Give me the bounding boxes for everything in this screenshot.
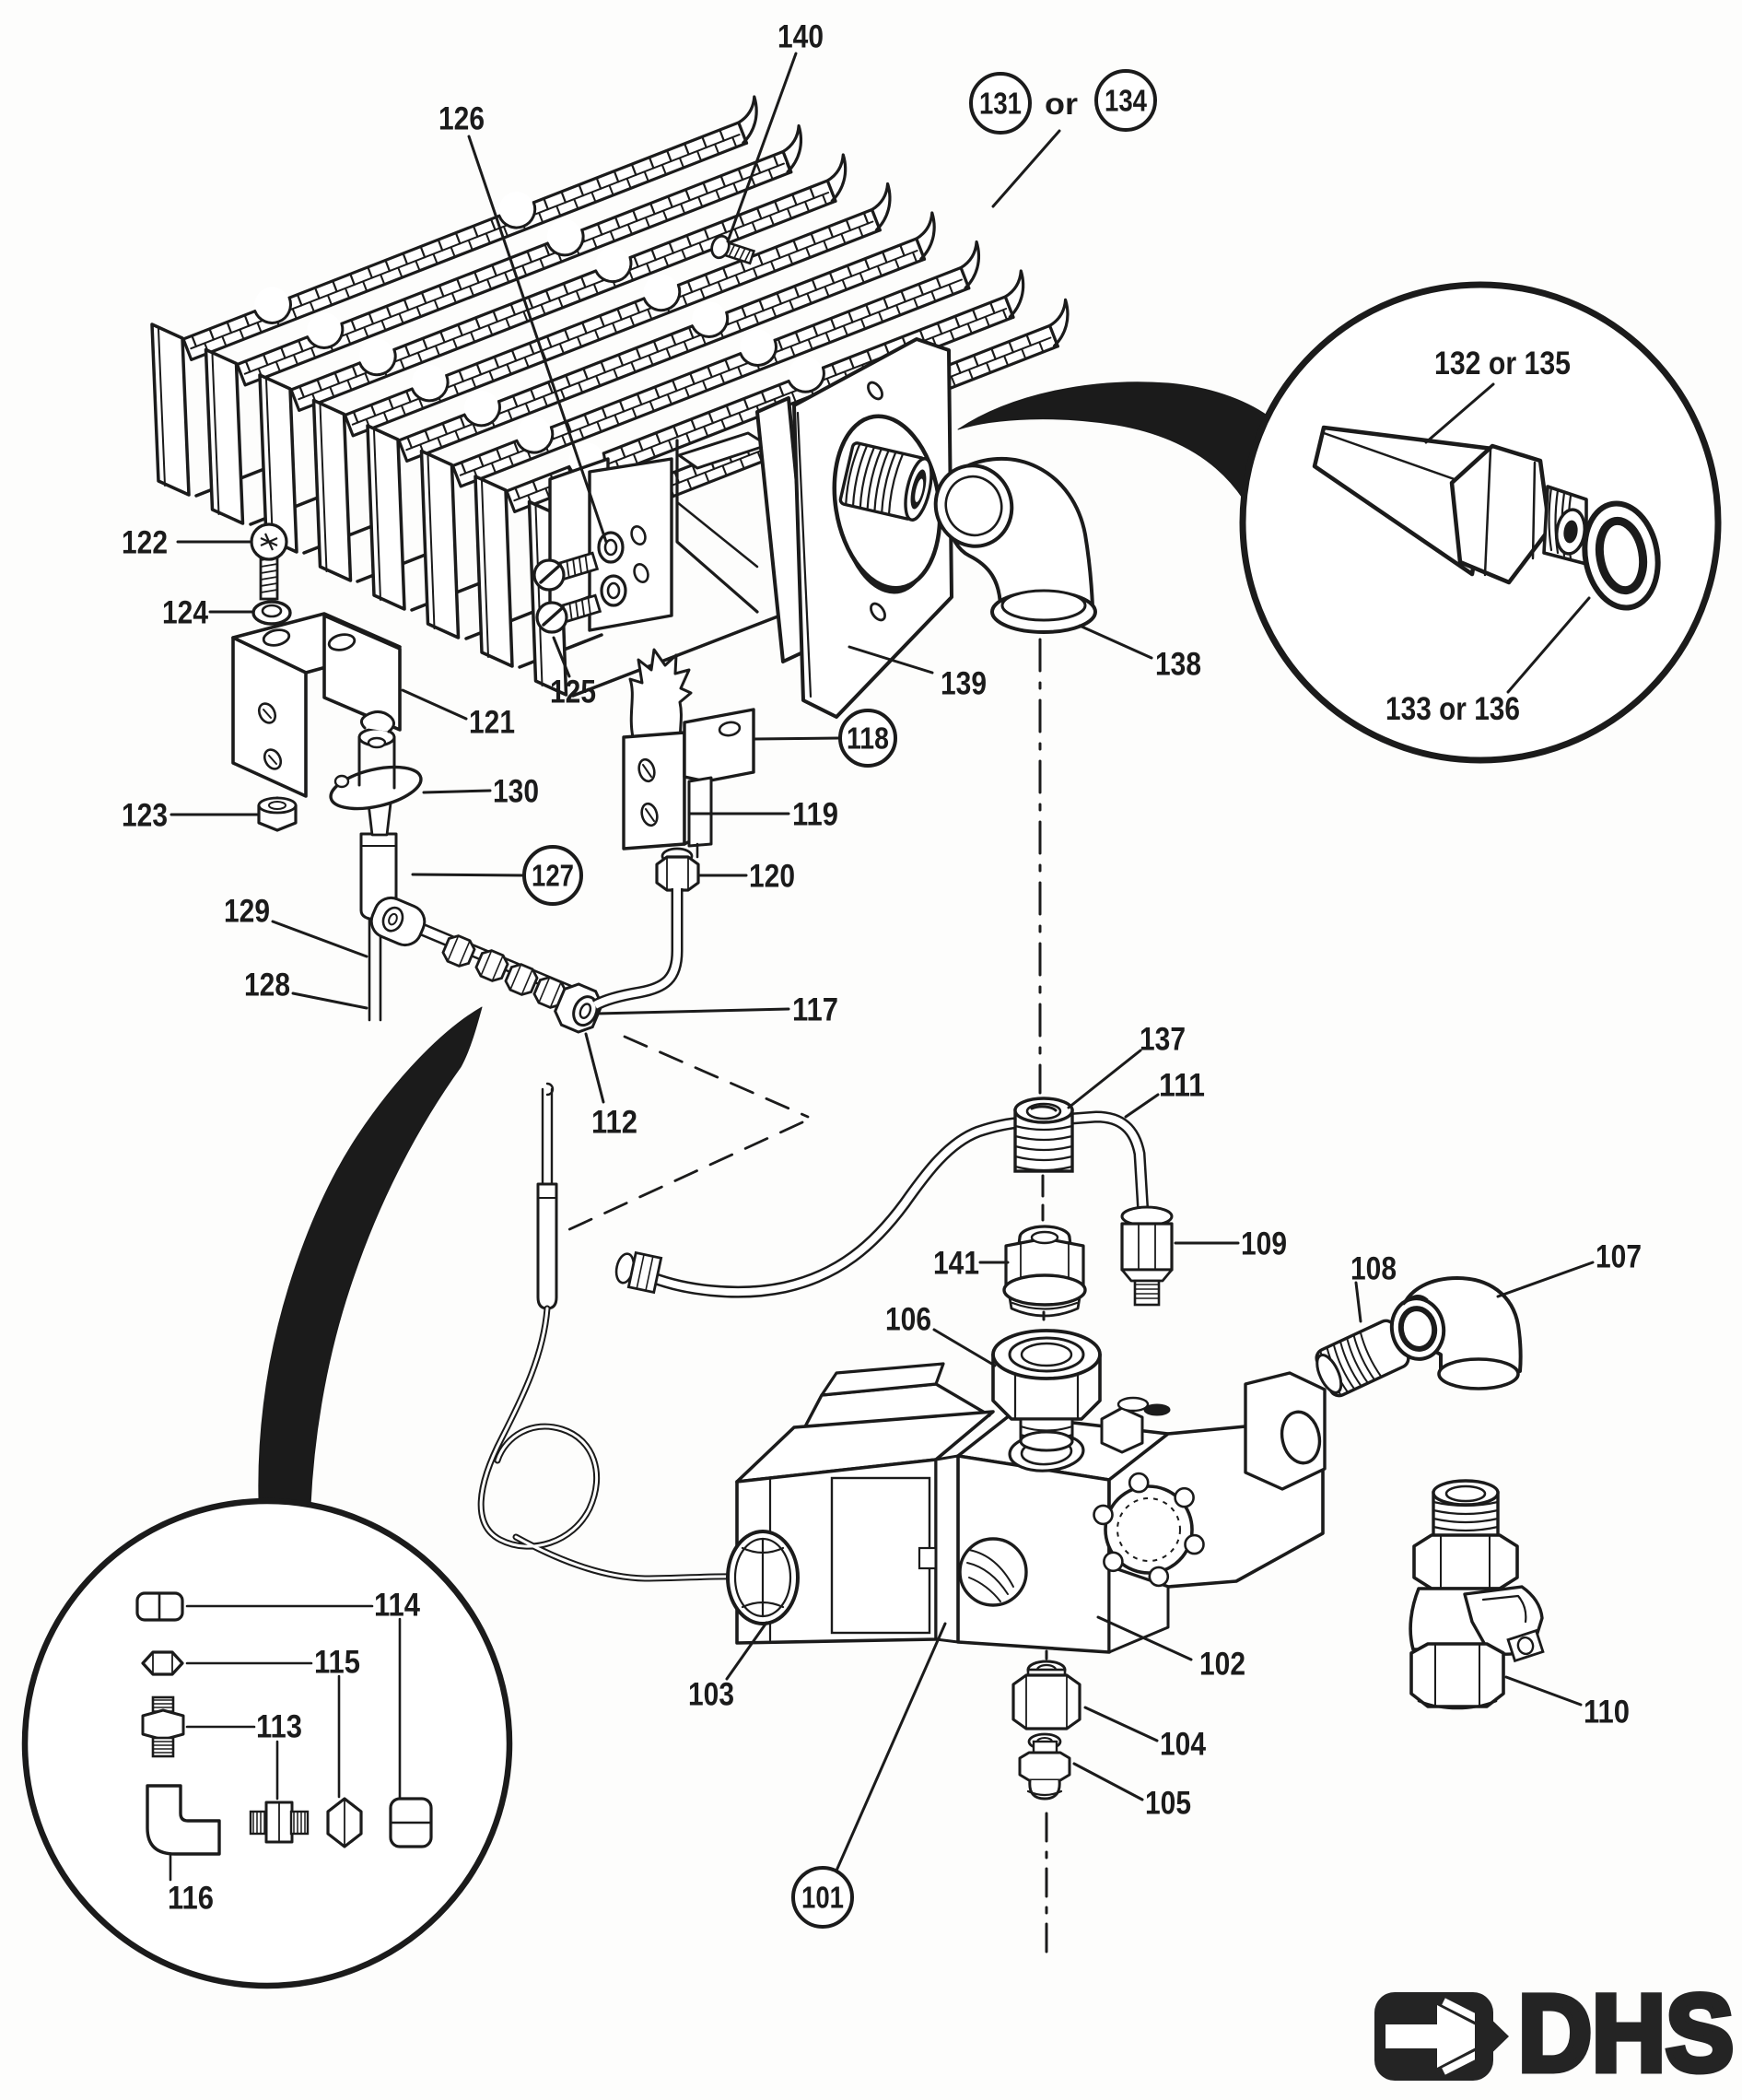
svg-text:103: 103 <box>688 1677 734 1713</box>
svg-text:129: 129 <box>224 894 270 930</box>
svg-text:127: 127 <box>532 859 574 893</box>
svg-text:115: 115 <box>314 1645 360 1681</box>
svg-text:133 or 136: 133 or 136 <box>1385 691 1520 727</box>
svg-text:130: 130 <box>493 774 539 810</box>
svg-text:106: 106 <box>885 1302 931 1338</box>
svg-text:139: 139 <box>941 666 987 702</box>
svg-text:128: 128 <box>244 968 290 1003</box>
svg-text:107: 107 <box>1596 1239 1642 1275</box>
svg-text:122: 122 <box>122 525 168 561</box>
svg-text:105: 105 <box>1145 1786 1191 1822</box>
svg-text:121: 121 <box>469 705 515 741</box>
svg-text:101: 101 <box>801 1881 844 1915</box>
svg-text:140: 140 <box>777 19 824 55</box>
svg-text:118: 118 <box>847 722 889 756</box>
svg-text:114: 114 <box>374 1588 420 1624</box>
svg-text:119: 119 <box>792 797 838 833</box>
svg-text:or: or <box>1045 87 1078 121</box>
svg-text:116: 116 <box>168 1881 214 1917</box>
svg-text:120: 120 <box>749 859 795 895</box>
svg-text:112: 112 <box>591 1105 637 1141</box>
svg-text:141: 141 <box>933 1246 979 1282</box>
svg-text:134: 134 <box>1105 84 1148 118</box>
svg-text:113: 113 <box>256 1709 302 1745</box>
svg-text:123: 123 <box>122 798 168 834</box>
svg-text:104: 104 <box>1160 1727 1206 1763</box>
svg-text:DHS: DHS <box>1518 1973 1734 2094</box>
svg-text:102: 102 <box>1199 1647 1245 1683</box>
svg-text:132 or 135: 132 or 135 <box>1434 346 1571 381</box>
svg-text:108: 108 <box>1350 1251 1397 1287</box>
svg-text:109: 109 <box>1241 1226 1287 1262</box>
svg-text:111: 111 <box>1159 1068 1205 1104</box>
svg-text:126: 126 <box>438 101 485 137</box>
svg-text:138: 138 <box>1155 647 1201 683</box>
svg-text:131: 131 <box>979 87 1022 121</box>
svg-text:117: 117 <box>792 992 838 1028</box>
svg-text:137: 137 <box>1140 1022 1186 1058</box>
svg-text:125: 125 <box>550 675 596 710</box>
svg-text:110: 110 <box>1584 1695 1630 1730</box>
svg-text:124: 124 <box>162 595 208 631</box>
